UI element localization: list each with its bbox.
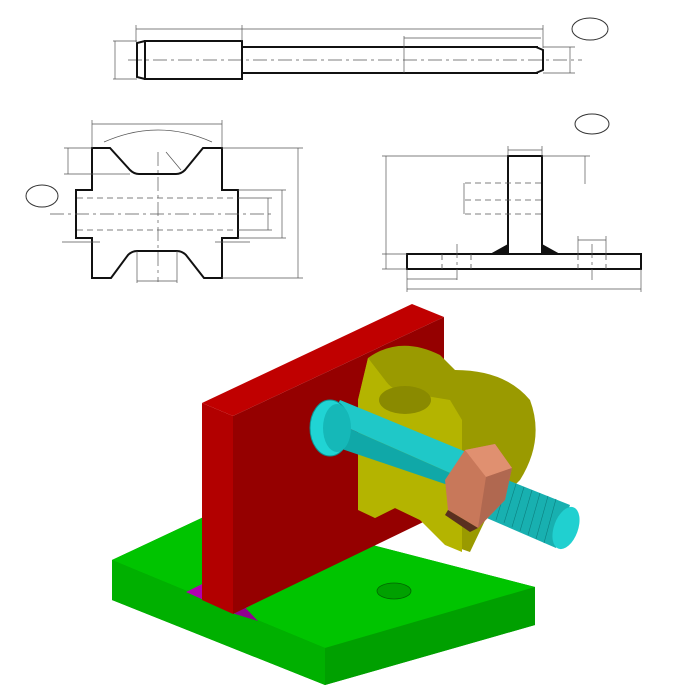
hex-nut xyxy=(445,444,512,532)
part3-roller-drawing xyxy=(25,120,303,283)
assembly-3d-model xyxy=(112,304,580,685)
part1-pin-drawing xyxy=(113,17,609,80)
part2-bracket-drawing xyxy=(382,113,642,292)
